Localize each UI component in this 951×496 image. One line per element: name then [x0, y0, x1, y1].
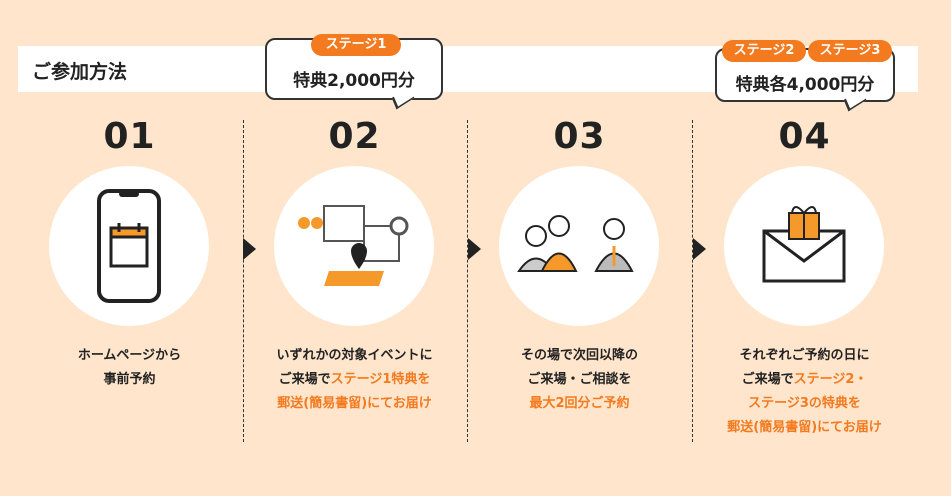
text: 事前予約 — [103, 372, 156, 387]
line: その場で次回以降の — [467, 344, 692, 368]
stage2-tag: ステージ2 — [722, 40, 806, 62]
step-description: ホームページから事前予約 — [17, 344, 242, 392]
line: ご来場でステージ1特典を — [242, 368, 467, 392]
line: 郵送(簡易書留)にてお届け — [692, 416, 917, 440]
highlight-text: ステージ3の特典を — [748, 396, 861, 411]
arrow-right-icon — [468, 238, 481, 260]
highlight-text: 郵送(簡易書留)にてお届け — [277, 396, 432, 411]
step-description: それぞれご予約の日に ご来場でステージ2・ ステージ3の特典を 郵送(簡易書留)… — [692, 344, 917, 440]
divider — [243, 120, 244, 442]
consultation-people-icon — [499, 166, 659, 326]
highlight-text: ステージ1特典を — [330, 372, 431, 387]
smartphone-calendar-icon — [49, 166, 209, 326]
line: それぞれご予約の日に — [692, 344, 917, 368]
text: いずれかの対象イベントに — [276, 348, 433, 363]
line: 事前予約 — [17, 368, 242, 392]
highlight-text: 最大2回分ご予約 — [529, 396, 630, 411]
text: ご来場で — [278, 372, 331, 387]
step-number: 02 — [328, 116, 381, 157]
step-number: 04 — [778, 116, 831, 157]
line: 最大2回分ご予約 — [467, 392, 692, 416]
line: 郵送(簡易書留)にてお届け — [242, 392, 467, 416]
arrow-right-icon — [243, 238, 256, 260]
bubble2-text: 特典各4,000円分 — [735, 75, 875, 95]
line: ステージ3の特典を — [692, 392, 917, 416]
highlight-text: ステージ2・ — [793, 372, 868, 387]
stage3-tag: ステージ3 — [808, 40, 892, 62]
text: それぞれご予約の日に — [739, 348, 870, 363]
line: ホームページから — [17, 344, 242, 368]
divider — [467, 120, 468, 442]
stage1-bubble: ステージ1 特典2,000円分 — [265, 34, 443, 110]
text: ご来場・ご相談を — [527, 372, 632, 387]
highlight-text: 郵送(簡易書留)にてお届け — [727, 420, 882, 435]
line: ご来場でステージ2・ — [692, 368, 917, 392]
text: その場で次回以降の — [520, 348, 638, 363]
step-number: 01 — [103, 116, 156, 157]
line: ご来場・ご相談を — [467, 368, 692, 392]
stage23-bubble: ステージ2 ステージ3 特典各4,000円分 — [715, 40, 895, 112]
map-location-icon — [274, 166, 434, 326]
divider — [692, 120, 693, 442]
text: ご来場で — [741, 372, 794, 387]
line: いずれかの対象イベントに — [242, 344, 467, 368]
arrow-right-icon — [693, 238, 706, 260]
page-title: ご参加方法 — [32, 61, 128, 83]
envelope-gift-icon — [724, 166, 884, 326]
bubble1-text: 特典2,000円分 — [293, 71, 415, 91]
stage1-tag: ステージ1 — [311, 34, 401, 56]
text: ホームページから — [77, 348, 182, 363]
step-description: その場で次回以降の ご来場・ご相談を 最大2回分ご予約 — [467, 344, 692, 416]
step-description: いずれかの対象イベントに ご来場でステージ1特典を 郵送(簡易書留)にてお届け — [242, 344, 467, 416]
step-number: 03 — [553, 116, 606, 157]
